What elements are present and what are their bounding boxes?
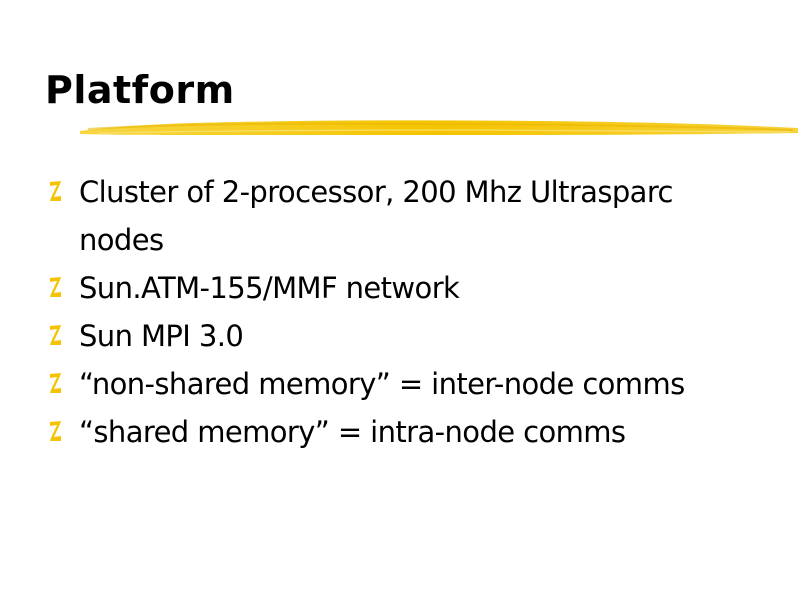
- bullet-text: Cluster of 2-processor, 200 Mhz Ultraspa…: [79, 175, 673, 257]
- z-bullet-icon: [50, 181, 61, 201]
- bullet-list: Cluster of 2-processor, 200 Mhz Ultraspa…: [0, 168, 800, 456]
- z-bullet-icon: [50, 325, 61, 345]
- bullet-item: “shared memory” = intra-node comms: [0, 408, 800, 456]
- bullet-item: Sun MPI 3.0: [0, 312, 800, 360]
- z-bullet-icon: [50, 421, 61, 441]
- bullet-item: Cluster of 2-processor, 200 Mhz Ultraspa…: [0, 168, 800, 264]
- bullet-item: Sun.ATM-155/MMF network: [0, 264, 800, 312]
- bullet-item: “non-shared memory” = inter-node comms: [0, 360, 800, 408]
- z-bullet-icon: [50, 373, 61, 393]
- bullet-text: “non-shared memory” = inter-node comms: [79, 367, 685, 401]
- slide-title: Platform: [45, 68, 235, 112]
- bullet-text: Sun MPI 3.0: [79, 319, 244, 353]
- z-bullet-icon: [50, 277, 61, 297]
- title-underline-brushstroke: [80, 120, 798, 135]
- bullet-text: “shared memory” = intra-node comms: [79, 415, 626, 449]
- bullet-text: Sun.ATM-155/MMF network: [79, 271, 460, 305]
